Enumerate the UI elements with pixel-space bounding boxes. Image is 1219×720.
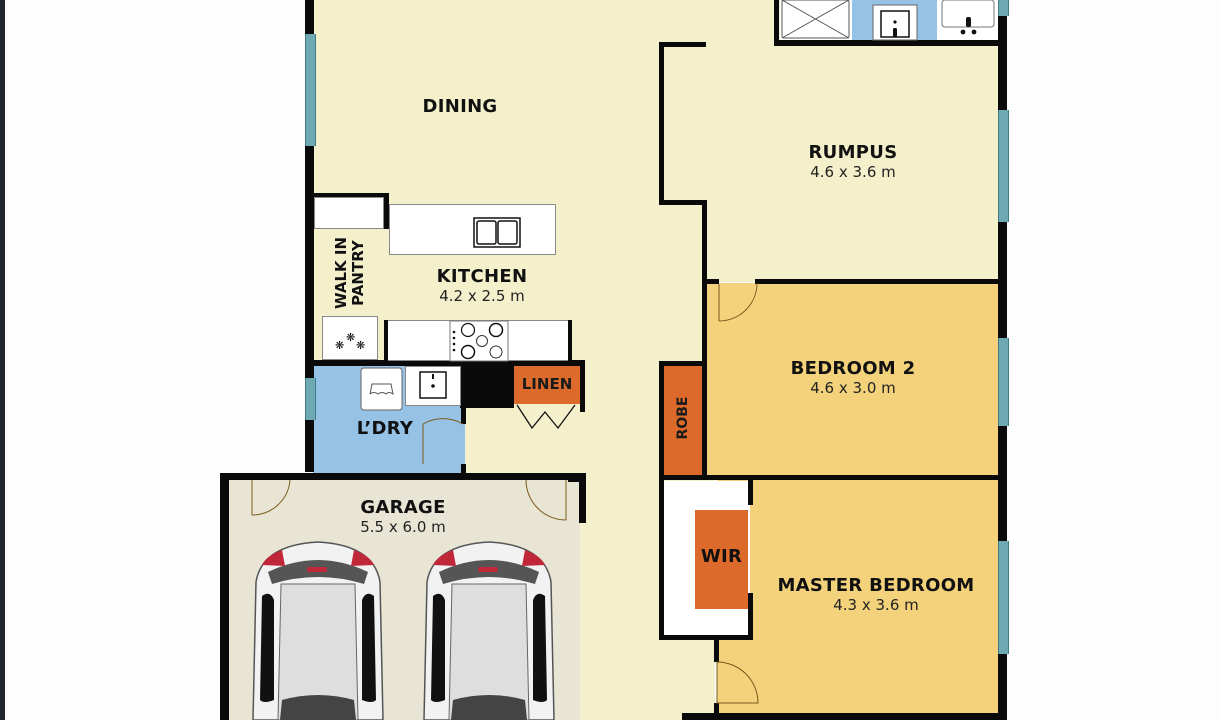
pantry-label-group: WALK IN PANTRY — [332, 233, 367, 313]
pantry-shelf — [314, 197, 384, 229]
garage-label-group: GARAGE 5.5 x 6.0 m — [323, 497, 483, 536]
wall — [702, 200, 707, 476]
bedroom2-name: BEDROOM 2 — [790, 358, 916, 379]
pantry-line2: PANTRY — [349, 240, 367, 306]
wir-closet — [695, 510, 748, 609]
robe-closet — [664, 366, 702, 475]
bedroom2-dims: 4.6 x 3.0 m — [810, 379, 896, 397]
window — [998, 338, 1009, 426]
window — [998, 541, 1009, 654]
car-icon — [423, 541, 555, 720]
wall — [714, 703, 719, 720]
wall — [755, 279, 1001, 284]
toilet-icon — [941, 0, 995, 35]
wall — [659, 475, 664, 640]
rumpus-label-group: RUMPUS 4.6 x 3.6 m — [773, 142, 933, 181]
bedroom2-floor — [705, 283, 1001, 476]
wall — [579, 473, 586, 523]
wall — [461, 408, 466, 424]
wall — [220, 473, 314, 480]
wall — [774, 40, 1004, 46]
wall — [660, 42, 706, 47]
wall — [748, 593, 753, 640]
wall — [313, 193, 388, 197]
dining-label: DINING — [422, 96, 498, 117]
kitchen-name: KITCHEN — [436, 266, 528, 287]
washing-machine-icon — [360, 367, 403, 411]
fridge — [322, 316, 378, 360]
double-sink-icon — [473, 217, 521, 248]
window — [998, 110, 1009, 222]
car-icon — [252, 541, 384, 720]
linen-closet — [514, 366, 580, 404]
wall — [568, 478, 582, 482]
wall — [220, 473, 229, 720]
shower-icon — [781, 0, 850, 39]
robe-label: ROBE — [675, 396, 691, 440]
wall — [714, 640, 719, 662]
master-bedroom-name: MASTER BEDROOM — [777, 575, 975, 596]
wall — [305, 0, 314, 472]
rumpus-dims: 4.6 x 3.6 m — [810, 163, 896, 181]
wall — [460, 360, 514, 408]
rumpus-name: RUMPUS — [808, 142, 898, 163]
hallway-top-floor — [705, 0, 780, 44]
wall — [659, 361, 705, 366]
wall — [384, 320, 388, 362]
cooktop-icon — [449, 320, 509, 362]
wall — [290, 473, 586, 480]
garage-name: GARAGE — [360, 497, 446, 518]
kitchen-label-group: KITCHEN 4.2 x 2.5 m — [402, 266, 562, 305]
wall — [659, 42, 664, 204]
kitchen-dims: 4.2 x 2.5 m — [439, 287, 525, 305]
wall — [568, 320, 572, 362]
window — [305, 34, 316, 146]
svg-text:❋: ❋ — [346, 331, 355, 344]
laundry-label: L’DRY — [356, 418, 414, 439]
svg-text:❋: ❋ — [335, 339, 344, 352]
wall — [748, 475, 753, 505]
window — [305, 378, 316, 420]
snowflake-icon: ❋❋❋ — [335, 331, 365, 352]
window-edge-strip — [0, 0, 5, 720]
linen-bifold-door-icon — [516, 404, 576, 430]
wall — [659, 200, 707, 205]
wall — [305, 360, 585, 366]
linen-label: LINEN — [521, 375, 573, 393]
master-bedroom-dims: 4.3 x 3.6 m — [833, 596, 919, 614]
svg-text:❋: ❋ — [356, 339, 365, 352]
laundry-tub-icon — [419, 371, 447, 399]
window — [998, 0, 1009, 16]
wall — [384, 193, 389, 229]
kitchen-island — [389, 204, 556, 255]
rumpus-floor — [665, 44, 1001, 282]
wall — [774, 0, 779, 46]
master-bedroom-floor — [717, 479, 1001, 715]
wall — [682, 713, 1002, 720]
wall — [461, 464, 466, 480]
garage-dims: 5.5 x 6.0 m — [360, 518, 446, 536]
bedroom2-label-group: BEDROOM 2 4.6 x 3.0 m — [773, 358, 933, 397]
wall — [659, 361, 664, 479]
basin-icon — [872, 4, 918, 41]
pantry-line1: WALK IN — [332, 236, 350, 310]
wall — [659, 475, 1001, 480]
wall — [705, 279, 719, 284]
wir-label: WIR — [700, 546, 743, 567]
wall — [580, 360, 585, 412]
wall — [659, 635, 752, 640]
door-swing-icon — [251, 282, 759, 704]
master-bedroom-label-group: MASTER BEDROOM 4.3 x 3.6 m — [766, 575, 986, 614]
